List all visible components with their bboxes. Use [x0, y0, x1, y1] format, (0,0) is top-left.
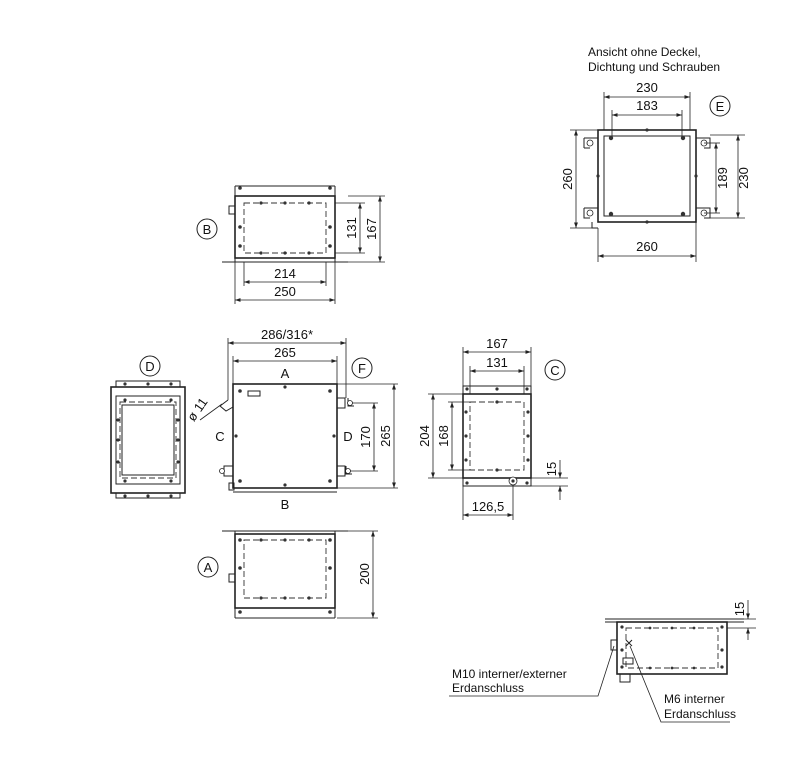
view-e-screw — [645, 128, 649, 132]
ext-ground-note-line2: Erdanschluss — [452, 681, 524, 695]
view-f-side-label-top: A — [281, 366, 290, 381]
view-b-callout — [196, 218, 218, 240]
view-b-dim-131-label: 131 — [344, 217, 359, 239]
view-c-dim-167-label: 167 — [486, 336, 508, 351]
view-c-dim-131-label: 131 — [486, 355, 508, 370]
view-f-brackets — [223, 397, 346, 477]
view-f-ground-stud — [228, 482, 235, 491]
view-b-gasket — [243, 202, 327, 254]
view-b-ground-stud — [228, 205, 236, 215]
view-c-dim-126-5-label: 126,5 — [472, 499, 505, 514]
view-e-callout-letter: E — [716, 99, 725, 114]
view-f-dia-label: ø 11 — [184, 395, 211, 424]
detail-enclosure — [616, 621, 728, 675]
view-c-dim-204-label: 204 — [417, 425, 432, 447]
int-ground-note-line2: Erdanschluss — [664, 707, 736, 721]
view-f-dim-265-top-label: 265 — [274, 345, 296, 360]
view-e-screw — [596, 174, 600, 178]
view-c-enclosure — [462, 393, 532, 479]
view-c-dim-168-label: 168 — [436, 425, 451, 447]
view-e-mount-hole — [586, 209, 594, 217]
view-a-ground-stud — [228, 573, 236, 583]
view-e-screw — [694, 174, 698, 178]
view-e-dim-183-label: 183 — [636, 98, 658, 113]
view-f-enclosure — [232, 383, 338, 489]
detail-gasket — [625, 627, 719, 669]
view-a-callout — [197, 556, 219, 578]
view-e-screw — [680, 135, 686, 141]
view-d-callout — [139, 355, 161, 377]
view-c-callout — [544, 359, 566, 381]
view-a: 200 A — [197, 530, 378, 619]
view-e: Ansicht ohne Deckel, Dichtung und Schrau… — [560, 45, 751, 262]
view-e-screw — [680, 211, 686, 217]
view-e-note-line1: Ansicht ohne Deckel, — [588, 45, 701, 59]
view-d-callout-letter: D — [145, 359, 154, 374]
view-c-dim-15-label: 15 — [544, 462, 559, 476]
view-e-ground-stud — [591, 222, 598, 229]
view-c-callout-letter: C — [550, 363, 559, 378]
view-b-dim-214-label: 214 — [274, 266, 296, 281]
view-a-gasket — [243, 539, 327, 599]
view-f-dim-170-label: 170 — [358, 426, 373, 448]
grounding-detail: 15 M10 interner/externer Erdanschluss M6… — [449, 600, 756, 723]
view-b-callout-letter: B — [203, 222, 212, 237]
detail-ext-ground-stud — [610, 639, 618, 651]
view-f-bracket-tabs — [345, 398, 354, 475]
view-e-dim-230-right-label: 230 — [736, 167, 751, 189]
view-f-callout — [351, 357, 373, 379]
view-b-enclosure — [234, 195, 336, 259]
view-f-side-label-bottom: B — [281, 497, 290, 512]
view-d-gasket — [119, 401, 177, 479]
int-ground-note-line1: M6 interner — [664, 692, 725, 706]
detail-dim-15-label: 15 — [732, 602, 747, 616]
view-f-hanger — [219, 399, 234, 412]
view-e-callout — [709, 95, 731, 117]
ext-ground-leader — [449, 645, 615, 697]
view-c-flanges — [462, 385, 532, 487]
view-d: D — [110, 355, 186, 499]
view-f-nameplate — [247, 390, 261, 397]
view-a-enclosure — [234, 533, 336, 609]
view-b-dim-250-label: 250 — [274, 284, 296, 299]
view-f-callout-letter: F — [358, 361, 366, 376]
view-e-dim-230-label: 230 — [636, 80, 658, 95]
view-d-flanges — [115, 380, 181, 499]
view-f-dim-265-right-label: 265 — [378, 425, 393, 447]
view-b-dim-167-label: 167 — [364, 218, 379, 240]
view-e-top-brackets — [583, 137, 711, 149]
view-f-dia-leader — [199, 403, 223, 421]
view-b: 131 167 214 250 B — [196, 185, 385, 304]
view-f-dim-286-label: 286/316* — [261, 327, 313, 342]
view-e-screw — [608, 211, 614, 217]
detail-int-ground-stud — [625, 639, 633, 647]
view-a-callout-letter: A — [204, 560, 213, 575]
view-f-side-label-left: C — [215, 429, 224, 444]
view-e-mount-hole — [586, 139, 594, 147]
view-e-inner-wall — [603, 135, 691, 217]
view-f: A B C D 286/316* 265 170 265 ø 11 F — [184, 327, 398, 512]
view-e-dim-260-left-label: 260 — [560, 168, 575, 190]
ext-ground-note-line1: M10 interner/externer — [452, 667, 567, 681]
view-c: 167 131 204 168 15 126,5 C — [417, 336, 568, 520]
view-e-dim-260-bottom-label: 260 — [636, 239, 658, 254]
view-a-dim-200-label: 200 — [357, 563, 372, 585]
view-e-note-line2: Dichtung und Schrauben — [588, 60, 720, 74]
view-e-enclosure — [597, 129, 697, 223]
view-e-dim-189-label: 189 — [715, 167, 730, 189]
view-f-side-label-right: D — [343, 429, 352, 444]
view-e-screw — [645, 220, 649, 224]
view-a-base-flange — [222, 530, 348, 534]
view-b-base-flange — [222, 258, 348, 263]
view-d-enclosure — [110, 386, 186, 494]
int-ground-leader — [629, 645, 730, 723]
view-c-gasket — [469, 401, 525, 471]
view-e-screw — [608, 135, 614, 141]
